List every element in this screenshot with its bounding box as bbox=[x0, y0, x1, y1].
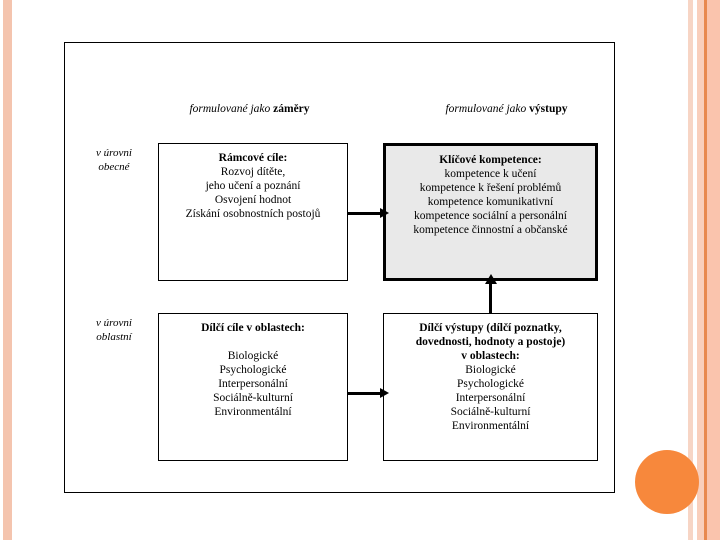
box-partial-goals: Dílčí cíle v oblastech: Biologické Psych… bbox=[158, 313, 348, 461]
arrow-goals-to-competences-icon bbox=[348, 208, 389, 218]
box-framework-goals-title: Rámcové cíle: bbox=[218, 152, 288, 164]
decorative-stripe-right-1 bbox=[688, 0, 693, 540]
box-partial-outputs-line-4: Sociálně-kulturní bbox=[450, 406, 531, 418]
decorative-stripe-right-4 bbox=[707, 0, 720, 540]
row-label-area-line1: v úrovni bbox=[96, 317, 132, 329]
decorative-circle-icon bbox=[635, 450, 699, 514]
row-label-general: v úrovni obecné bbox=[74, 146, 154, 174]
decorative-stripe-right-2 bbox=[697, 0, 704, 540]
box-framework-goals-line-4: Získání osobnostních postojů bbox=[185, 208, 321, 220]
column-header-intentions-emphasis: záměry bbox=[273, 103, 310, 115]
box-framework-goals: Rámcové cíle: Rozvoj dítěte, jeho učení … bbox=[158, 143, 348, 281]
box-framework-goals-line-3: Osvojení hodnot bbox=[214, 194, 292, 206]
box-partial-goals-line-5: Environmentální bbox=[214, 406, 292, 418]
row-label-general-line1: v úrovni bbox=[96, 147, 132, 159]
box-partial-outputs: Dílčí výstupy (dílčí poznatky, dovednost… bbox=[383, 313, 598, 461]
box-key-competences-line-5: kompetence činnostní a občanské bbox=[413, 224, 568, 236]
column-header-intentions: formulované jako záměry bbox=[178, 103, 321, 115]
box-partial-goals-title: Dílčí cíle v oblastech: bbox=[201, 322, 305, 334]
box-partial-outputs-line-5: Environmentální bbox=[451, 420, 530, 432]
box-partial-goals-line-1: Biologické bbox=[227, 350, 279, 362]
box-partial-outputs-title-line-2: dovednosti, hodnoty a postoje) bbox=[415, 336, 566, 348]
slide-frame bbox=[64, 42, 615, 493]
column-header-outputs: formulované jako výstupy bbox=[408, 103, 605, 115]
box-partial-outputs-title-line-3: v oblastech: bbox=[461, 350, 520, 362]
box-partial-goals-line-3: Interpersonální bbox=[218, 378, 288, 390]
decorative-stripe-right-3 bbox=[704, 0, 707, 540]
box-partial-outputs-title-line-1: Dílčí výstupy (dílčí poznatky, bbox=[419, 322, 562, 334]
box-partial-goals-line-4: Sociálně-kulturní bbox=[213, 392, 293, 404]
box-key-competences-line-4: kompetence sociální a personální bbox=[414, 210, 567, 222]
box-framework-goals-line-2: jeho učení a poznání bbox=[205, 180, 301, 192]
box-partial-outputs-line-3: Interpersonální bbox=[455, 392, 526, 404]
row-label-general-line2: obecné bbox=[98, 161, 130, 173]
box-partial-outputs-line-1: Biologické bbox=[465, 364, 516, 376]
arrow-partial-outputs-to-competences-icon bbox=[484, 274, 497, 313]
box-partial-outputs-line-2: Psychologické bbox=[456, 378, 525, 390]
box-partial-goals-line-2: Psychologické bbox=[219, 364, 287, 376]
box-key-competences-line-3: kompetence komunikativní bbox=[427, 196, 554, 208]
arrow-partial-goals-to-outputs-icon bbox=[348, 388, 389, 398]
box-key-competences: Klíčové kompetence: kompetence k učení k… bbox=[383, 143, 598, 281]
row-label-area: v úrovni oblastní bbox=[74, 316, 154, 344]
box-framework-goals-line-1: Rozvoj dítěte, bbox=[220, 166, 286, 178]
decorative-stripe-left bbox=[3, 0, 12, 540]
column-header-intentions-prefix: formulované jako bbox=[189, 103, 274, 115]
row-label-area-line2: oblastní bbox=[96, 331, 132, 343]
column-header-outputs-prefix: formulované jako bbox=[445, 103, 530, 115]
box-key-competences-title: Klíčové kompetence: bbox=[439, 154, 542, 166]
box-key-competences-line-2: kompetence k řešení problémů bbox=[419, 182, 562, 194]
column-header-outputs-emphasis: výstupy bbox=[529, 103, 568, 115]
box-key-competences-line-1: kompetence k učení bbox=[444, 168, 537, 180]
box-partial-goals-spacer bbox=[159, 335, 347, 349]
